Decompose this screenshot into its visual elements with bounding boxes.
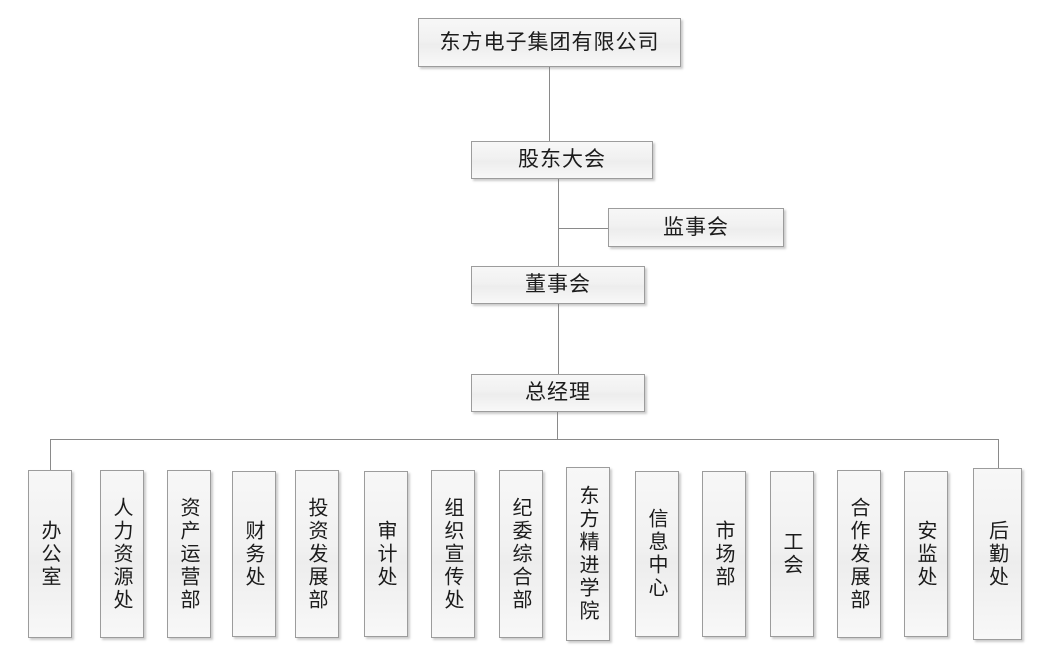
node-department-human-resources[interactable]: 人力资源处 bbox=[100, 470, 144, 638]
node-department-office[interactable]: 办公室 bbox=[28, 470, 72, 638]
node-department-finance[interactable]: 财务处 bbox=[232, 471, 276, 637]
node-department-investment-development[interactable]: 投资发展部 bbox=[295, 470, 339, 638]
connector-directors-to-general-manager bbox=[558, 304, 559, 382]
connector-shareholders-to-directors bbox=[558, 179, 559, 266]
node-department-label: 纪委综合部 bbox=[509, 496, 533, 612]
department-bus-line bbox=[50, 439, 999, 440]
node-department-organization-publicity[interactable]: 组织宣传处 bbox=[431, 470, 475, 638]
node-department-safety-supervision[interactable]: 安监处 bbox=[904, 471, 948, 637]
node-department-label: 财务处 bbox=[242, 519, 266, 589]
node-department-label: 东方精进学院 bbox=[576, 485, 600, 623]
connector-trunk-to-supervisors bbox=[558, 228, 608, 229]
node-department-label: 信息中心 bbox=[645, 508, 669, 600]
node-department-label: 审计处 bbox=[374, 519, 398, 589]
node-general-manager[interactable]: 总经理 bbox=[471, 374, 645, 412]
node-department-label: 合作发展部 bbox=[847, 496, 871, 612]
node-board-of-supervisors-label: 监事会 bbox=[663, 214, 729, 239]
node-department-marketing[interactable]: 市场部 bbox=[702, 471, 746, 637]
node-department-audit[interactable]: 审计处 bbox=[364, 471, 408, 637]
node-shareholders-meeting[interactable]: 股东大会 bbox=[471, 141, 653, 179]
node-department-label: 组织宣传处 bbox=[441, 496, 465, 612]
connector-bus-to-first-department bbox=[50, 439, 51, 470]
node-board-of-directors-label: 董事会 bbox=[525, 272, 591, 297]
node-board-of-supervisors[interactable]: 监事会 bbox=[608, 208, 784, 247]
connector-general-manager-to-bus bbox=[557, 412, 558, 439]
node-department-label: 资产运营部 bbox=[177, 496, 201, 612]
node-company[interactable]: 东方电子集团有限公司 bbox=[418, 18, 681, 67]
node-general-manager-label: 总经理 bbox=[525, 380, 591, 405]
node-department-label: 市场部 bbox=[712, 519, 736, 589]
node-department-label: 人力资源处 bbox=[110, 496, 134, 612]
node-department-logistics[interactable]: 后勤处 bbox=[973, 468, 1022, 640]
node-department-labor-union[interactable]: 工会 bbox=[770, 471, 814, 637]
node-department-label: 投资发展部 bbox=[305, 496, 329, 612]
node-department-label: 办公室 bbox=[38, 519, 62, 589]
node-department-information-center[interactable]: 信息中心 bbox=[635, 471, 679, 637]
node-department-label: 后勤处 bbox=[985, 519, 1010, 589]
node-company-label: 东方电子集团有限公司 bbox=[439, 29, 660, 54]
node-department-asset-operations[interactable]: 资产运营部 bbox=[167, 470, 211, 638]
connector-bus-to-last-department bbox=[998, 439, 999, 468]
node-board-of-directors[interactable]: 董事会 bbox=[471, 266, 645, 304]
node-department-label: 工会 bbox=[780, 531, 804, 577]
node-department-dongfang-academy[interactable]: 东方精进学院 bbox=[566, 467, 610, 641]
node-department-discipline-inspection[interactable]: 纪委综合部 bbox=[499, 470, 543, 638]
connector-company-to-shareholders bbox=[549, 67, 550, 141]
node-department-cooperation-development[interactable]: 合作发展部 bbox=[837, 470, 881, 638]
node-shareholders-meeting-label: 股东大会 bbox=[518, 147, 606, 172]
node-department-label: 安监处 bbox=[914, 519, 938, 589]
